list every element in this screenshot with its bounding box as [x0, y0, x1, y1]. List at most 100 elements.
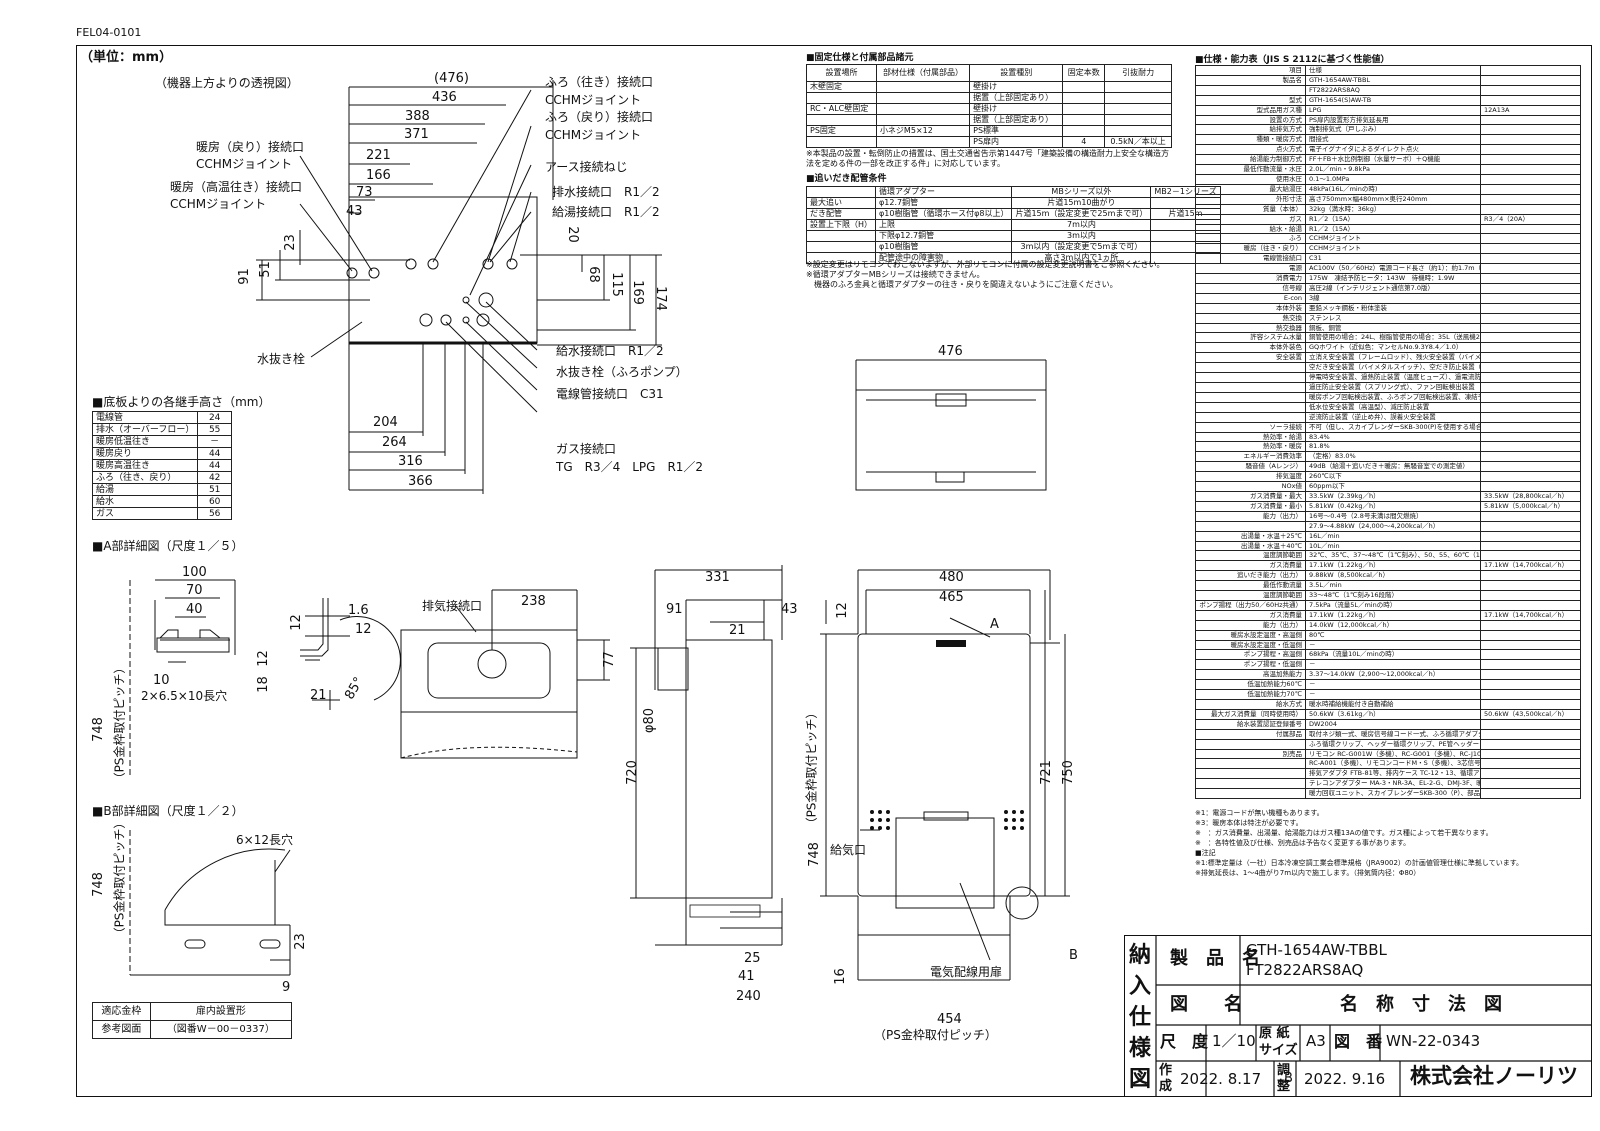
fv-pitch-bottom: （PS金枠取付ピッチ） [874, 1028, 997, 1042]
fixing-cell [1062, 125, 1106, 137]
spec-item: 項目 [1195, 65, 1306, 76]
tb-drawing-name: 名 称 寸 法 図 [1340, 994, 1502, 1015]
spec-row: 追いだき能力（出力）9.88kW（8,500kcal／h） [1195, 570, 1581, 582]
spec-value [1480, 74, 1581, 86]
dim-23: 23 [282, 234, 298, 251]
piping-cell: だき配管 [805, 208, 877, 220]
spec-row: 暖房ポンプ回転検出装置、ふろポンプ回転検出装置、凍結予防装置 [1195, 391, 1581, 403]
fixing-header-cell: 設置場所 [806, 64, 877, 82]
spec-item [1195, 391, 1306, 403]
spec-item: 消費電力 [1195, 273, 1306, 284]
dim-264: 264 [382, 435, 407, 450]
dim-366: 366 [408, 474, 433, 489]
spec-value [1480, 94, 1581, 106]
height-table-title: ■底板よりの各継手高さ（mm） [92, 395, 271, 409]
spec-value [1480, 619, 1581, 631]
spec-notes: ※1：電源コードが無い機種もあります。※3：暖房本体は特注が必要です。※ ：ガス… [1195, 808, 1580, 878]
spec-item: 温度調節範囲 [1195, 590, 1306, 601]
spec-item: 出湯量・水温＋40℃ [1195, 540, 1306, 552]
spec-value: 14.0kW（12,000kcal／h） [1305, 619, 1481, 631]
spec-item: 能力（出力） [1195, 510, 1306, 522]
spec-value: 立消え安全装置（フレームロッド）、残火安全装置（バイメタルスイッチ） [1305, 352, 1481, 364]
spec-value: ステンレス [1305, 312, 1481, 324]
piping-cell: 片道15m（設定変更で25mまで可） [1011, 208, 1152, 220]
spec-item: 最低作動流量 [1195, 580, 1306, 592]
spec-value [1480, 481, 1581, 492]
height-item: 暖房高温往き [91, 459, 199, 472]
spec-value: 2.0L／min・9.8kPa [1305, 164, 1481, 175]
spec-value: R3／4（20A） [1480, 213, 1581, 225]
spec-value [1480, 144, 1581, 156]
top-view-title: （機器上方よりの透視図） [155, 76, 299, 90]
spec-item: 熱交換器 [1195, 322, 1306, 334]
spec-value: テレコンアダプター MA-3・NR-3A、EL-2-G、DMJ-3F、暖房端末ユ… [1305, 778, 1481, 790]
spec-row: 熱交換器銅板、銅管 [1195, 322, 1581, 334]
spec-item: ガス消費量・最大 [1195, 490, 1306, 502]
spec-value: 暖房ポンプ回転検出装置、ふろポンプ回転検出装置、凍結予防装置 [1305, 391, 1481, 403]
detail-a-pitch: （PS金枠取付ピッチ） [112, 661, 127, 785]
fixing-cell [1062, 81, 1106, 93]
title-side-char: 図 [1128, 1067, 1151, 1092]
tb-product-1: GTH-1654AW-TBBL [1246, 941, 1387, 959]
spec-value: 17.1kW（14,700kcal／h） [1480, 560, 1581, 572]
piping-cell [805, 230, 877, 242]
label-furo-return-j: CCHMジョイント [545, 128, 642, 142]
spec-value [1480, 659, 1581, 671]
detail-a-dim-10: 10 [153, 673, 170, 688]
spec-item: 電源 [1195, 263, 1306, 275]
piping-cell [805, 186, 877, 198]
spec-value: GTH-1654(S)AW-TB [1305, 94, 1481, 106]
spec-value [1480, 689, 1581, 700]
spec-value [1480, 431, 1581, 443]
tb-paper-label-2: サイズ [1259, 1043, 1298, 1058]
spec-value [1480, 263, 1581, 275]
dim-371: 371 [404, 127, 429, 142]
spec-row: 低温加熱能力70℃－ [1195, 689, 1581, 700]
spec-value [1480, 193, 1581, 205]
label-gas: ガス接続口 [556, 442, 617, 456]
piping-cell: 設置上下限（H） [805, 219, 877, 231]
spec-value: 空だき安全装置（バイメタルスイッチ）、空だき防止装置（水流スイッチ） [1305, 362, 1481, 374]
label-earth: アース接続ねじ [545, 160, 628, 174]
spec-value: － [1305, 679, 1481, 691]
height-item: ふろ（往き、戻り） [91, 471, 199, 484]
title-block-side: 納入仕様図 [1124, 940, 1156, 1095]
spec-row: 点火方式電子イグナイタによるダイレクト点火 [1195, 144, 1581, 156]
tb-adj-date: 2022. 9.16 [1304, 1070, 1386, 1088]
spec-row: 低水位安全装置（高温型）、減圧防止装置 [1195, 401, 1581, 413]
fv-dim-phi80: φ80 [642, 707, 658, 734]
height-row: ふろ（往き、戻り）42 [91, 471, 232, 484]
tb-made-date: 2022. 8.17 [1180, 1070, 1262, 1088]
spec-item: 追いだき能力（出力） [1195, 570, 1306, 582]
detail-b-dim-23: 23 [292, 933, 308, 950]
spec-item [1195, 372, 1306, 383]
fixing-cell [806, 136, 877, 148]
tb-dwg-no: WN-22-0343 [1386, 1032, 1481, 1050]
dim-68: 68 [585, 266, 601, 283]
spec-row: 騒音値（Aレンジ）49dB（給湯＋追いだき＋暖房：無騒音室での測定値） [1195, 461, 1581, 473]
tb-scale-label: 尺 度 [1160, 1032, 1209, 1051]
spec-value: AC100V（50／60Hz）電源コード長さ（約1）：約1.7m（機器外長さ） [1305, 263, 1481, 275]
spec-row: RC-A001（多機）、リモコンコードM・S（多機）、3芯信号線（多機） [1195, 758, 1581, 770]
height-item: 暖房戻り [91, 447, 199, 460]
spec-value [1480, 550, 1581, 562]
spec-row: 項目仕様 [1195, 65, 1581, 76]
spec-value: FF＋FB＋水比例制御（水量サーボ）＋Q機能 [1305, 154, 1481, 166]
tb-product-2: FT2822ARS8AQ [1246, 961, 1364, 979]
detail-b-hole: 6×12長穴 [236, 833, 293, 847]
spec-row: 停電時安全装置、過熱防止装置（温度ヒューズ）、過電流防止装置 [1195, 372, 1581, 383]
piping-cell: 最大追い [805, 197, 877, 209]
spec-item: 型式 [1195, 94, 1306, 106]
fixing-cell: 壁掛け [969, 81, 1064, 93]
